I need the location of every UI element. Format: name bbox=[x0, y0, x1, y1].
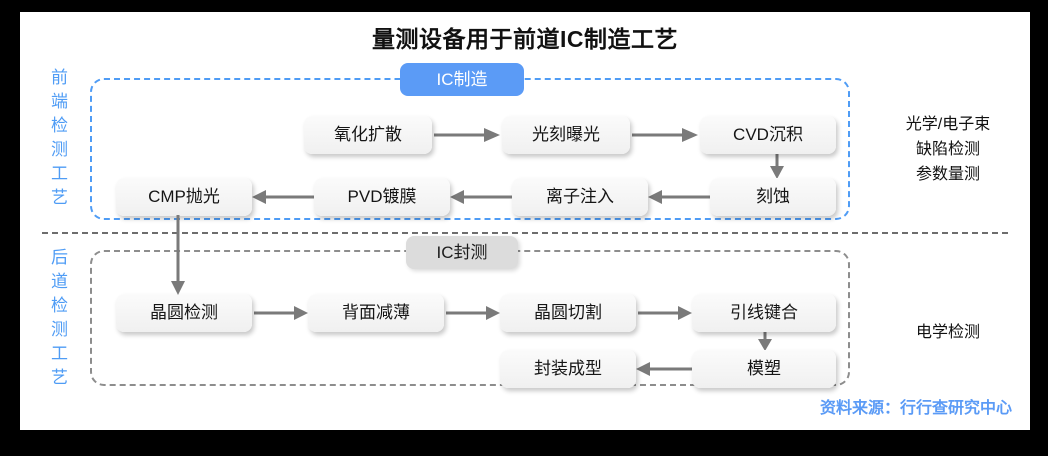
note-front-line-1: 光学/电子束 bbox=[905, 116, 991, 133]
arrow-bonding-to-molding bbox=[756, 330, 774, 352]
arrow-pvd-to-cmp bbox=[252, 188, 316, 206]
node-cmp-polishing[interactable]: CMP抛光 bbox=[116, 178, 252, 216]
note-front-line-2: 缺陷检测 bbox=[915, 141, 980, 158]
section-divider bbox=[42, 232, 1008, 234]
note-back-line-1: 电学检测 bbox=[915, 324, 980, 341]
badge-ic-package: IC封测 bbox=[406, 236, 518, 269]
node-pvd-coating[interactable]: PVD镀膜 bbox=[314, 178, 450, 216]
diagram-canvas: 量测设备用于前道IC制造工艺 前端检测工艺 后道检测工艺 IC制造 IC封测 bbox=[20, 12, 1030, 430]
node-backgrinding[interactable]: 背面减薄 bbox=[308, 294, 444, 332]
node-cvd-deposition[interactable]: CVD沉积 bbox=[700, 116, 836, 154]
arrow-wafer-test-to-backgrind bbox=[252, 304, 310, 322]
arrow-implant-to-pvd bbox=[450, 188, 514, 206]
arrow-cmp-to-wafer-test bbox=[169, 215, 187, 297]
arrow-litho-to-cvd bbox=[630, 126, 700, 144]
arrow-cvd-to-etch bbox=[768, 154, 786, 180]
note-front-line-3: 参数量测 bbox=[915, 166, 980, 183]
node-molding[interactable]: 模塑 bbox=[692, 350, 836, 388]
arrow-etch-to-implant bbox=[648, 188, 712, 206]
node-wafer-test[interactable]: 晶圆检测 bbox=[116, 294, 252, 332]
page-title: 量测设备用于前道IC制造工艺 bbox=[372, 26, 678, 52]
side-label-back-end: 后道检测工艺 bbox=[48, 248, 67, 392]
source-credit: 资料来源：行行查研究中心 bbox=[819, 400, 1012, 417]
arrow-molding-to-encapsulation bbox=[636, 360, 694, 378]
side-label-front-end: 前端检测工艺 bbox=[48, 68, 67, 212]
node-oxidation[interactable]: 氧化扩散 bbox=[304, 116, 432, 154]
node-ion-implant[interactable]: 离子注入 bbox=[512, 178, 648, 216]
node-wire-bonding[interactable]: 引线键合 bbox=[692, 294, 836, 332]
node-etching[interactable]: 刻蚀 bbox=[710, 178, 836, 216]
arrow-dicing-to-bonding bbox=[636, 304, 694, 322]
arrow-backgrind-to-dicing bbox=[444, 304, 502, 322]
note-front-end-inspection: 光学/电子束 缺陷检测 参数量测 bbox=[866, 112, 1030, 187]
node-wafer-dicing[interactable]: 晶圆切割 bbox=[500, 294, 636, 332]
note-back-end-inspection: 电学检测 bbox=[866, 320, 1030, 345]
badge-ic-manufacture: IC制造 bbox=[400, 63, 524, 96]
node-encapsulation[interactable]: 封装成型 bbox=[500, 350, 636, 388]
arrow-oxidation-to-litho bbox=[432, 126, 502, 144]
node-lithography[interactable]: 光刻曝光 bbox=[502, 116, 630, 154]
